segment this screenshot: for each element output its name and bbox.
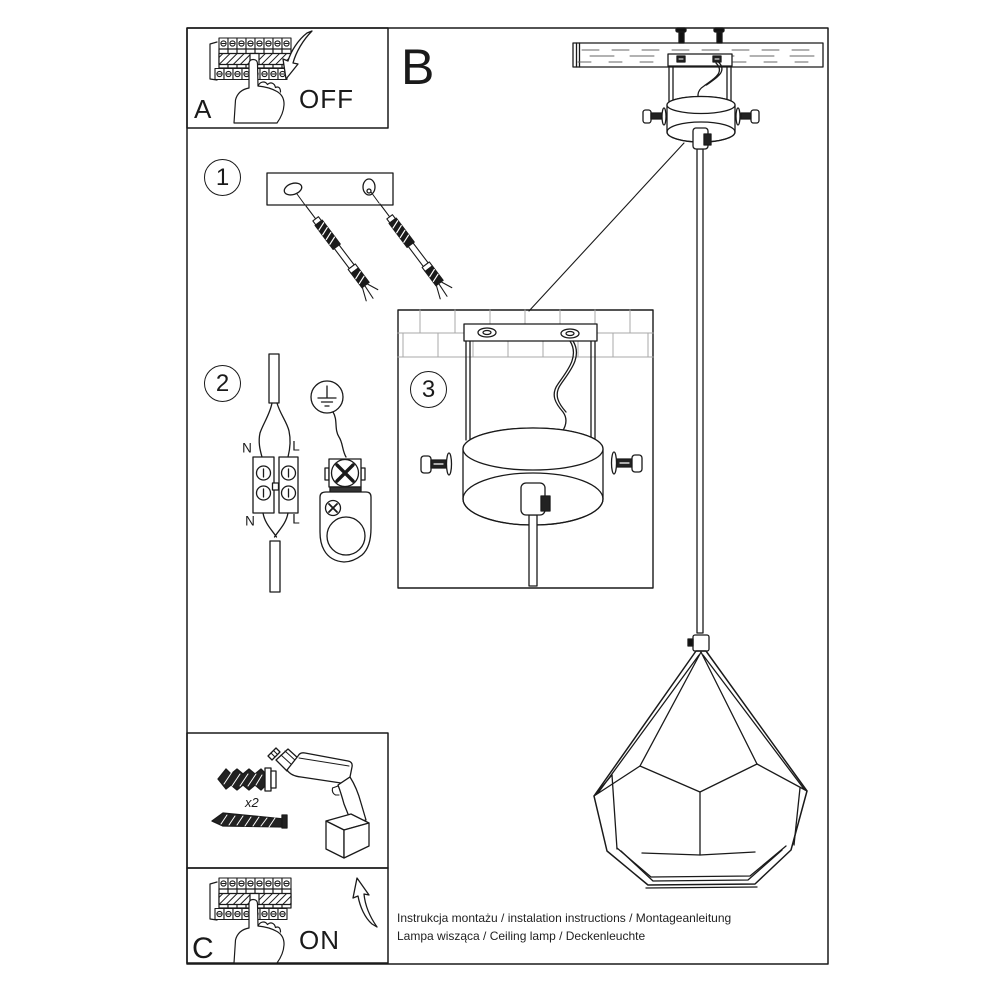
screw-icon bbox=[211, 812, 288, 829]
on-label: ON bbox=[299, 925, 340, 955]
footer-text: Instrukcja montażu / instalation instruc… bbox=[397, 909, 731, 945]
footer-line-2: Lampa wisząca / Ceiling lamp / Deckenleu… bbox=[397, 929, 646, 943]
step-3-number: 3 bbox=[421, 375, 436, 403]
canopy-large bbox=[462, 427, 604, 526]
canopy-icon bbox=[666, 95, 736, 143]
side-screw-icon bbox=[642, 107, 667, 126]
footer-line-1: Instrukcja montażu / instalation instruc… bbox=[397, 911, 732, 925]
side-screw-icon bbox=[735, 107, 760, 126]
canopy-detail-box bbox=[397, 309, 654, 589]
suspension-rails bbox=[668, 65, 732, 103]
step-2-number: 2 bbox=[215, 369, 230, 397]
neutral-wire-label: N bbox=[245, 513, 255, 529]
arrow-up-icon bbox=[352, 877, 378, 928]
step-1-number: 1 bbox=[215, 163, 230, 191]
side-screw-icon bbox=[420, 452, 453, 476]
arrow-down-icon bbox=[282, 30, 313, 80]
ground-wire bbox=[332, 411, 347, 458]
pendant-cable bbox=[696, 148, 704, 634]
step-3-badge: 3 bbox=[410, 371, 447, 408]
off-label: OFF bbox=[299, 84, 354, 114]
callout-line bbox=[528, 142, 685, 312]
anchor-quantity-label: x2 bbox=[245, 795, 259, 810]
breaker-panel-on-icon bbox=[210, 877, 378, 963]
pendant-lamp-illustration bbox=[572, 27, 824, 889]
lamp-shade-icon bbox=[593, 634, 808, 889]
section-c-box bbox=[186, 867, 389, 964]
ground-lug-icon bbox=[319, 458, 372, 563]
suspension-rails bbox=[465, 340, 596, 441]
section-c-label: C bbox=[192, 932, 214, 965]
supply-cable bbox=[268, 353, 280, 404]
pendant-cable bbox=[528, 514, 538, 587]
breaker-panel-off-icon bbox=[210, 30, 313, 123]
tile-wall bbox=[397, 309, 654, 358]
wall-plug-icon bbox=[217, 767, 277, 792]
side-screw-icon bbox=[610, 451, 643, 475]
mounting-strap-icon bbox=[266, 172, 455, 304]
ground-symbol-icon bbox=[310, 380, 344, 414]
wall-anchor-icon bbox=[372, 199, 455, 302]
cord-grip-icon bbox=[692, 127, 712, 150]
cord-grip-icon bbox=[520, 482, 551, 516]
page-frame bbox=[186, 27, 829, 965]
section-b-label: B bbox=[401, 39, 435, 95]
mains-wire bbox=[553, 340, 575, 433]
ceiling-bracket-icon bbox=[463, 323, 598, 342]
live-wire-label: L bbox=[292, 438, 300, 454]
hardware-tools bbox=[211, 747, 370, 859]
live-wire-label: L bbox=[292, 511, 300, 527]
terminal-block-icon bbox=[252, 456, 299, 514]
section-a-box bbox=[186, 27, 389, 129]
ceiling-bracket-icon bbox=[667, 53, 733, 67]
neutral-wire-label: N bbox=[242, 440, 252, 456]
step-2-badge: 2 bbox=[204, 365, 241, 402]
section-a-label: A bbox=[194, 94, 212, 124]
mounting-screws-icon bbox=[675, 27, 725, 44]
wiring-diagram bbox=[252, 353, 372, 593]
wall-anchor-icon bbox=[298, 201, 381, 304]
drill-icon bbox=[267, 747, 370, 859]
step-1-badge: 1 bbox=[204, 159, 241, 196]
lamp-cable bbox=[269, 540, 281, 593]
